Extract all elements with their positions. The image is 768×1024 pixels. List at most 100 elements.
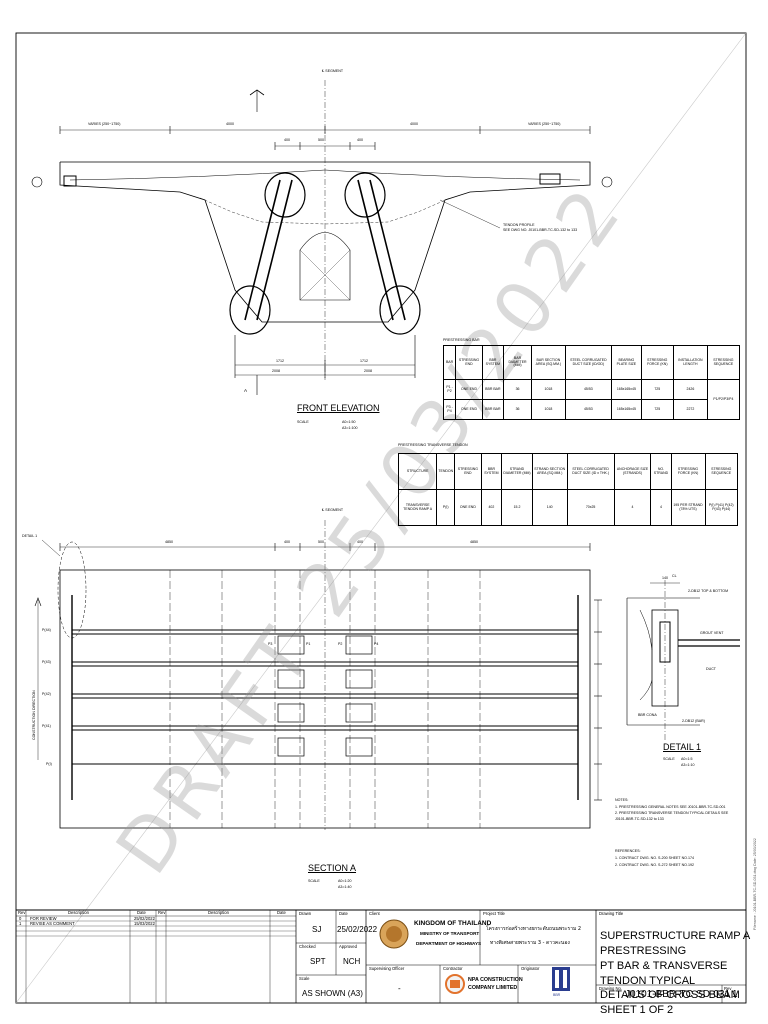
dim-400-left: 400 <box>284 138 290 142</box>
bar-header: STRESSING FORCE (KN) <box>640 345 674 380</box>
detail-note-db12-bar: 2-DB12 (BAR) <box>682 719 705 723</box>
bar-cell: 45/53 <box>564 399 613 420</box>
side-stamp: Filename : J0101-BBR-TC-SD-031.dwg Date:… <box>753 838 757 930</box>
rev-value: 1 <box>732 989 738 1000</box>
tendon-note-2: SEE DWG NO. J0101-BBR-TC-SD-132 to 133 <box>503 228 578 232</box>
bar-header: STEEL CORRUGATED DUCT SIZE (ID/OD) <box>564 345 613 380</box>
bar-cell: 1018 <box>531 399 566 420</box>
date-label: Date <box>339 911 348 916</box>
department-emblem <box>379 919 409 949</box>
drawn-value: SJ <box>312 925 322 934</box>
tendon-header: STEEL CORRUGATED DUCT SIZE (ID x THK.) <box>566 453 615 490</box>
originator-label: Originator <box>521 966 540 971</box>
tendon-cell: ONE END <box>454 489 482 526</box>
prestressing-bar-title: PRESTRESSING BAR <box>443 338 480 342</box>
approved-value: NCH <box>343 957 361 966</box>
section-marker-a: A <box>244 388 248 393</box>
dim-1712-left: 1712 <box>276 359 284 363</box>
tendon-header: STRUCTURE <box>397 453 438 490</box>
dim-500: 500 <box>318 138 324 142</box>
tendon-header: STRAND DIAMETER (MM) <box>501 453 533 490</box>
bar-label-p1: P1 <box>306 642 311 646</box>
dim-4850-right: 4850 <box>470 540 478 544</box>
notes-title: NOTES: <box>615 798 629 802</box>
revision-rev: 1 <box>19 921 22 926</box>
bar-cell: 2272 <box>672 399 708 420</box>
tendon-note-1: TENDON PROFILE <box>503 223 535 227</box>
dim-varies-left: VARIES (250~1750) <box>88 122 121 126</box>
checked-value: SPT <box>310 957 326 966</box>
date-value: 25/02/2022 <box>337 925 378 934</box>
rev-header: Rev <box>18 910 26 915</box>
bar-cell: 36 <box>502 399 533 420</box>
detail-1-scale-a3: A3=1:10 <box>681 763 695 767</box>
client-line-1: KINGDOM OF THAILAND <box>414 920 492 927</box>
bar-header: BBR SYSTEM <box>481 345 504 380</box>
tendon-header: ANCHORAGE SIZE (STRANDS) <box>613 453 652 490</box>
prestressing-bar-table: BAR STRESSING END BBR SYSTEM BAR DIAMETE… <box>442 345 741 420</box>
contractor-label: Contractor <box>443 966 463 971</box>
dim-4850-left: 4850 <box>165 540 173 544</box>
dim-varies-right: VARIES (250~1750) <box>528 122 561 126</box>
bar-cell: P1 - P2 <box>442 379 457 400</box>
revision-date: 15/03/2022 <box>134 921 155 926</box>
supervising-label: Supervising Officer <box>369 966 405 971</box>
bar-header: BEARING PLATE SIZE <box>611 345 642 380</box>
bar-header: BAR SECTION AREA (SQ.MM.) <box>531 345 566 380</box>
references-title: REFERENCES: <box>615 849 641 853</box>
tendon-header: TENDON <box>436 453 456 490</box>
dim-2008-left: 2008 <box>272 369 280 373</box>
tendon-cell: 195 PER STRAND (78% UTS) <box>670 489 706 526</box>
bar-header: BAR DIAMETER (MM) <box>502 345 533 380</box>
revision-date: 25/02/2022 <box>134 916 155 921</box>
tendon-cell: 4 <box>613 489 652 526</box>
front-elevation-scale: SCALE <box>297 420 309 424</box>
detail-note-db12: 2-DB12 TOP & BOTTOM <box>688 589 729 593</box>
section-a-drawing <box>34 520 602 830</box>
section-a-title: SECTION A <box>308 863 357 873</box>
drawn-label: Drawn <box>299 911 312 916</box>
desc-header-2: Description <box>208 910 229 915</box>
construction-direction-label: CONSTRUCTION DIRECTION <box>32 690 36 740</box>
scale-label: Scale <box>299 976 310 981</box>
dim-2008-right: 2008 <box>364 369 372 373</box>
detail-1-scale-a0: A0=1:5 <box>681 757 693 761</box>
row-label-p41: P(41) <box>42 724 51 728</box>
bar-label-p3: P3 <box>268 642 273 646</box>
title-block-lines <box>16 909 746 1003</box>
drawing-title-line-3: DETAILS OF CROSS BEAM SHEET 1 OF 2 <box>600 989 740 1017</box>
front-elevation-scale-a0: A0=1:50 <box>342 420 356 424</box>
drawing-no-label: Drawing No. <box>599 986 623 991</box>
sheet-border <box>15 32 747 1004</box>
bar-cell: P3 - P4 <box>442 399 457 420</box>
row-label-pi: P(I) <box>46 762 52 766</box>
approved-label: Approved <box>339 944 357 949</box>
tendon-cell: TRANSVERSE TENDON RAMP A <box>397 489 438 526</box>
tendon-header: STRESSING END <box>454 453 482 490</box>
detail-note-duct: DUCT <box>706 667 716 671</box>
diagonal-line <box>15 32 747 1004</box>
bar-cell: P1/P2/P3/P4 <box>706 379 741 420</box>
date-header-2: Date <box>277 910 286 915</box>
client-line-2: MINISTRY OF TRANSPORT <box>420 931 480 936</box>
front-elevation-drawing <box>31 80 613 395</box>
bar-label-p4: P4 <box>374 642 379 646</box>
bar-header: STRESSING SEQUENCE <box>706 345 741 380</box>
tendon-cell: P(I) <box>436 489 456 526</box>
client-label: Client <box>369 911 380 916</box>
section-a-scale-a0: A0=1:20 <box>338 879 352 883</box>
rev-header-2: Rev <box>158 910 166 915</box>
tendon-cell: 140 <box>531 489 568 526</box>
bar-cell: 36 <box>502 379 533 400</box>
detail-1-scale: SCALE <box>663 757 675 761</box>
tendon-cell: 70x25 <box>566 489 615 526</box>
tendon-cell: 15.2 <box>501 489 533 526</box>
front-elevation-title: FRONT ELEVATION <box>297 403 380 413</box>
reference-line-1: 1. CONTRACT DWG. NO. S-200 SHEET NO.174 <box>615 856 694 860</box>
revision-desc: REVISE AS COMMENT <box>30 921 75 926</box>
dim-s400-left: 400 <box>284 540 290 544</box>
detail-1-drawing <box>626 580 740 740</box>
row-label-p43: P(43) <box>42 660 51 664</box>
